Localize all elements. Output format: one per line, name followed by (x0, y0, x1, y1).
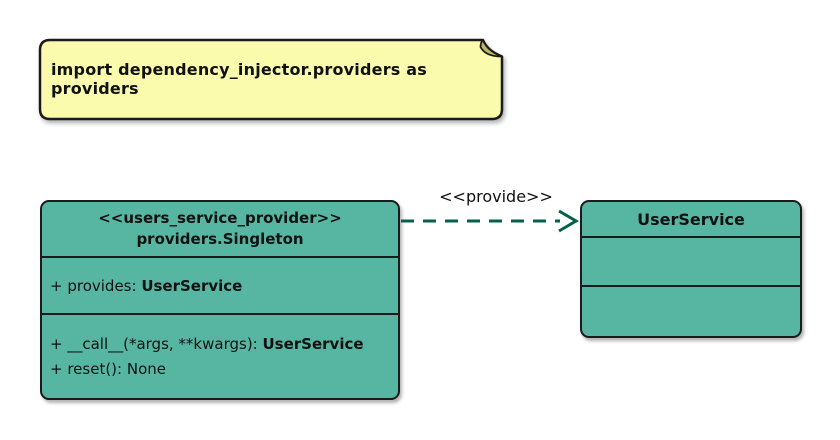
attribute-line: + provides: UserService (50, 276, 243, 295)
method-line: + __call__(*args, **kwargs): UserService (50, 334, 364, 353)
provide-label: <<provide>> (439, 187, 553, 206)
note-shape (38, 38, 504, 121)
method-line: + reset(): None (50, 359, 166, 378)
class-header: <<users_service_provider>> providers.Sin… (42, 202, 398, 258)
class-name: providers.Singleton (136, 230, 304, 248)
class-stereotype: <<users_service_provider>> (98, 209, 342, 227)
class-attributes-empty (582, 238, 800, 287)
class-userservice: UserService (580, 200, 802, 338)
provide-arrow (401, 209, 579, 233)
class-header: UserService (582, 202, 800, 238)
class-name: UserService (637, 209, 745, 229)
note-text: import dependency_injector.providers as … (51, 60, 428, 98)
note-fold-icon (479, 39, 503, 58)
arrow-head-icon (558, 209, 579, 233)
class-methods-empty (582, 287, 800, 336)
class-methods: + __call__(*args, **kwargs): UserService… (42, 315, 398, 398)
class-providers-singleton: <<users_service_provider>> providers.Sin… (40, 200, 400, 400)
class-attributes: + provides: UserService (42, 258, 398, 315)
